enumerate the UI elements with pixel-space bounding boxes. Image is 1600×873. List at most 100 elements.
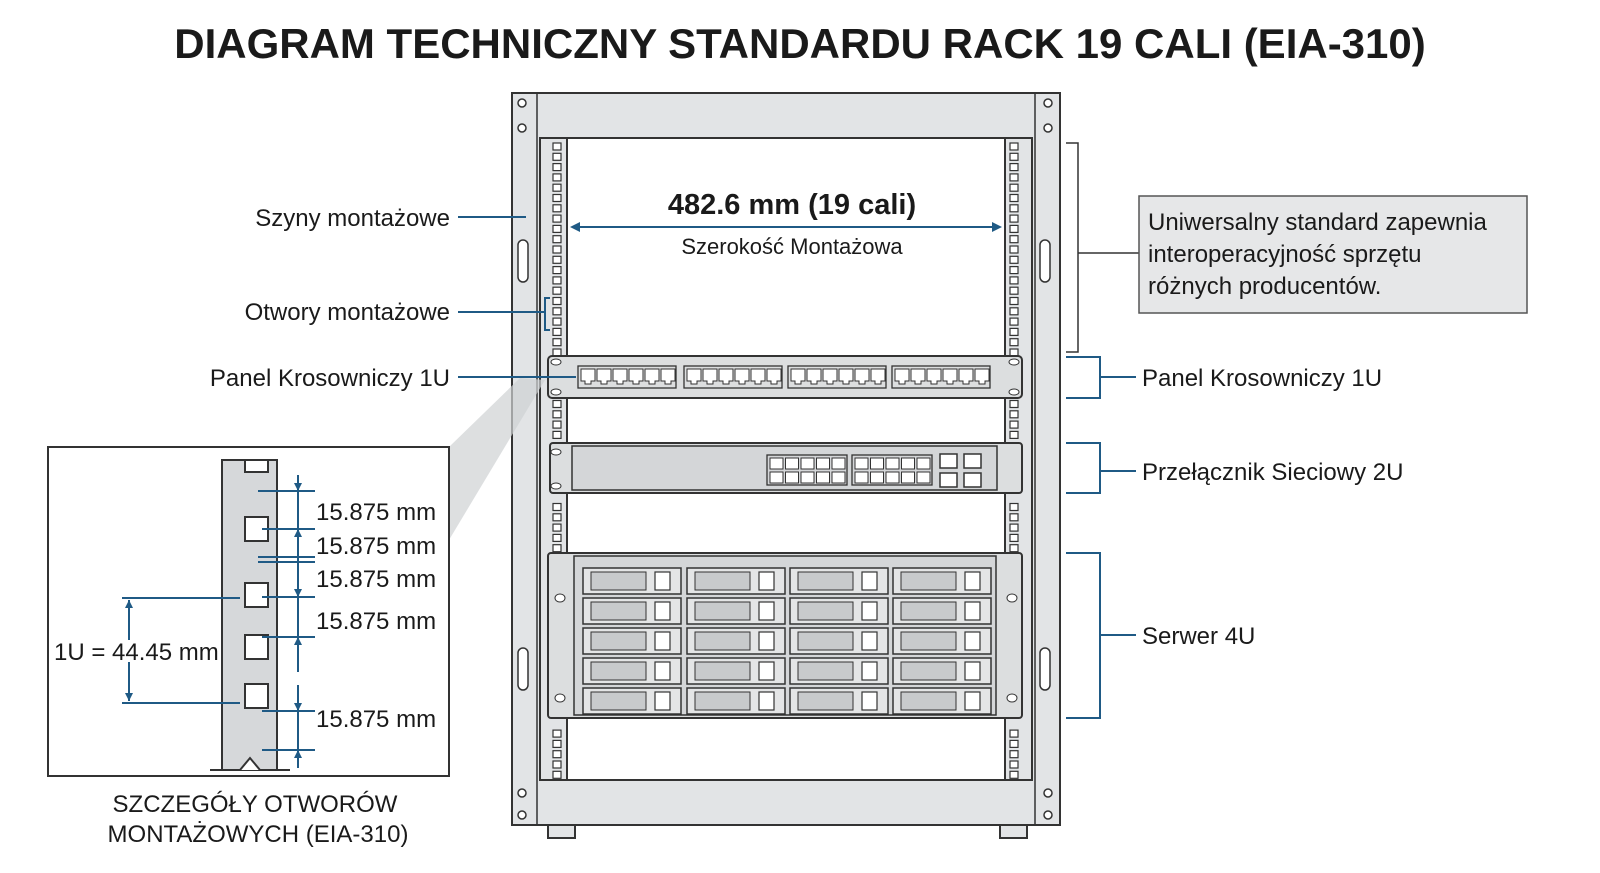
port-group (683, 365, 783, 389)
drive-latch-icon (964, 691, 981, 711)
rail-hole (552, 214, 562, 223)
drive-latch-icon (654, 571, 671, 591)
rack-foot-left (547, 824, 576, 839)
rail-hole (1009, 420, 1019, 429)
screw (1008, 388, 1020, 396)
width-dimension: 482.6 mm (19 cali) Szerokość Montażowa (570, 189, 1002, 259)
rail-hole (552, 255, 562, 264)
screw (1006, 693, 1018, 703)
rail-hole (552, 296, 562, 306)
rail-hole (552, 739, 562, 749)
rail-hole (1009, 544, 1019, 553)
rj45-port-icon (885, 471, 900, 484)
rj45-port-icon (734, 368, 750, 385)
spacing-1: 15.875 mm (316, 499, 436, 526)
frame-screw (517, 98, 527, 108)
drive-vent (694, 631, 751, 651)
width-label: Szerokość Montażowa (681, 234, 903, 259)
mounting-holes (552, 142, 1019, 779)
drive-vent (797, 661, 854, 681)
rail-hole (1009, 430, 1019, 439)
rj45-port-icon (916, 471, 931, 484)
drive-vent (590, 691, 647, 711)
rj45-port-icon (901, 457, 915, 470)
rj45-port-icon (854, 471, 869, 484)
rj45-port-icon (750, 368, 766, 385)
frame-screw (517, 810, 527, 820)
side-handle-icon (1039, 239, 1051, 283)
drive-latch-icon (964, 601, 981, 621)
screw (1006, 593, 1018, 603)
drive-vent (694, 571, 751, 591)
label-patch-panel-right: Panel Krosowniczy 1U (1142, 365, 1382, 392)
rail-hole (1009, 235, 1019, 244)
rail-hole (552, 183, 562, 192)
rail-hole (1009, 317, 1019, 326)
rj45-port-icon (831, 457, 846, 470)
drive-latch-icon (861, 691, 878, 711)
rail-hole (552, 420, 562, 429)
rail-hole (552, 307, 562, 316)
drive-vent (797, 601, 854, 621)
rail-hole (552, 750, 562, 759)
rail-hole (552, 544, 562, 553)
rail-hole (552, 430, 562, 439)
drive-bays (554, 567, 1018, 715)
drive-vent (797, 631, 854, 651)
rj45-port-icon (628, 368, 644, 385)
drive-latch-icon (654, 631, 671, 651)
screw (1008, 358, 1020, 366)
drive-latch-icon (861, 661, 878, 681)
rail-hole (552, 193, 562, 203)
rail-hole (1009, 399, 1019, 409)
screw (554, 693, 566, 703)
rail-hole (1009, 152, 1019, 161)
rail-hole (552, 152, 562, 161)
rail-hole (1009, 410, 1019, 419)
frame-screw (1043, 788, 1053, 798)
spacing-2: 15.875 mm (316, 533, 436, 560)
rj45-port-icon (816, 471, 830, 484)
rail-hole (552, 204, 562, 213)
rail-hole (552, 286, 562, 295)
rail-hole (1009, 173, 1019, 182)
rail-hole (552, 513, 562, 522)
rj45-port-icon (854, 368, 870, 385)
rj45-port-icon (785, 457, 799, 470)
note-line-1: Uniwersalny standard zapewnia (1148, 209, 1488, 236)
rail-hole (552, 410, 562, 419)
drive-latch-icon (758, 661, 775, 681)
rail-hole (1009, 142, 1019, 151)
rail-hole (552, 502, 562, 512)
switch-ports (550, 448, 982, 490)
drive-vent (797, 691, 854, 711)
label-switch: Przełącznik Sieciowy 2U (1142, 459, 1403, 486)
rail-hole (1009, 760, 1019, 769)
rail-hole (552, 327, 562, 336)
rail-hole (1009, 245, 1019, 254)
rail-hole (1009, 255, 1019, 264)
drive-latch-icon (758, 691, 775, 711)
frame-screw (1043, 810, 1053, 820)
rail-hole (1009, 214, 1019, 223)
rj45-port-icon (958, 368, 974, 385)
hole-detail-panel: 15.875 mm 15.875 mm 15.875 mm 15.875 mm … (47, 446, 450, 777)
drive-latch-icon (861, 601, 878, 621)
drive-vent (590, 631, 647, 651)
rj45-port-icon (612, 368, 628, 385)
spacing-3: 15.875 mm (316, 566, 436, 593)
side-handle-icon (1039, 647, 1051, 691)
sfp-port-icon (939, 472, 958, 488)
rail-hole (1009, 224, 1019, 233)
rail-hole (552, 142, 562, 151)
screw (550, 482, 562, 490)
screw (554, 593, 566, 603)
rj45-port-icon (854, 457, 869, 470)
rail-hole (1009, 739, 1019, 749)
patch-ports (550, 358, 1020, 396)
rail-hole (552, 533, 562, 543)
drive-vent (900, 631, 957, 651)
note-line-3: różnych producentów. (1148, 273, 1381, 300)
drive-vent (900, 661, 957, 681)
